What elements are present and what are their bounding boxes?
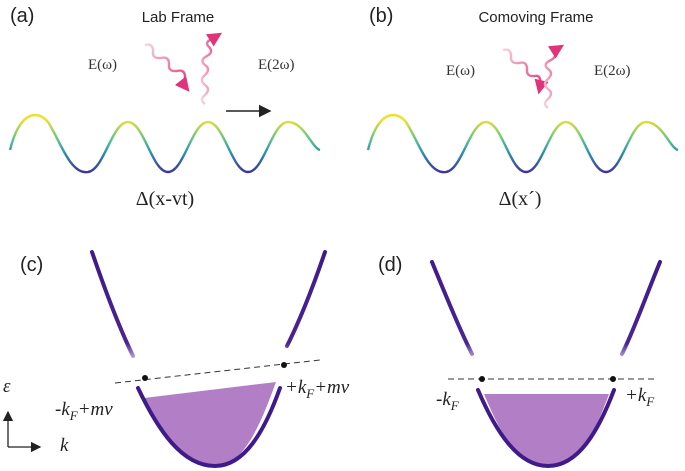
panel-c-lower-band — [136, 386, 282, 469]
panel-d-right-point — [610, 376, 616, 382]
panel-b-gap-wave — [366, 113, 679, 174]
panel-b-title: Comoving Frame — [478, 9, 593, 26]
panel-d-right-point-label: +kF — [625, 385, 655, 409]
panel-b-tag: (b) — [369, 5, 393, 27]
panel-c-upper-band-left — [90, 250, 135, 358]
momentum-axis-label: k — [60, 435, 69, 456]
panel-a-outgoing-photon — [200, 32, 223, 105]
panel-c-occupied-region — [144, 382, 276, 466]
panel-a-title: Lab Frame — [142, 9, 215, 26]
panel-d-upper-band-right — [620, 260, 662, 356]
panel-d-tag: (d) — [378, 254, 402, 276]
panel-a-incoming-photon — [144, 43, 190, 92]
panel-b-incoming-photon — [502, 48, 549, 95]
panel-a-e-in-label: E(ω) — [88, 57, 117, 73]
panel-c-left-point — [142, 375, 148, 381]
panel-a-e-out-label: E(2ω) — [258, 57, 295, 73]
panel-a-tag: (a) — [10, 5, 34, 27]
panel-a-gap-label: Δ(x-vt) — [136, 188, 194, 210]
panel-b-outgoing-photon — [543, 44, 565, 109]
energy-axis-label: ε — [3, 376, 11, 397]
panel-c-left-point-label: -kF+mv — [55, 399, 113, 423]
panel-b-e-out-label: E(2ω) — [594, 63, 631, 79]
panel-d-left-point-label: -kF — [436, 389, 460, 413]
panel-c-right-point — [281, 362, 287, 368]
panel-c-tag: (c) — [20, 254, 43, 276]
panel-d-occupied-region — [484, 394, 609, 466]
panel-b-e-in-label: E(ω) — [446, 63, 475, 79]
panel-b-gap-label: Δ(x´) — [499, 188, 542, 210]
panel-a-gap-wave — [8, 113, 321, 174]
panel-c-upper-band-right — [285, 250, 327, 348]
panel-d-upper-band-left — [430, 260, 474, 356]
panel-d-lower-band — [476, 388, 616, 469]
panel-d-left-point — [479, 376, 485, 382]
panel-c-right-point-label: +kF+mv — [285, 377, 350, 401]
